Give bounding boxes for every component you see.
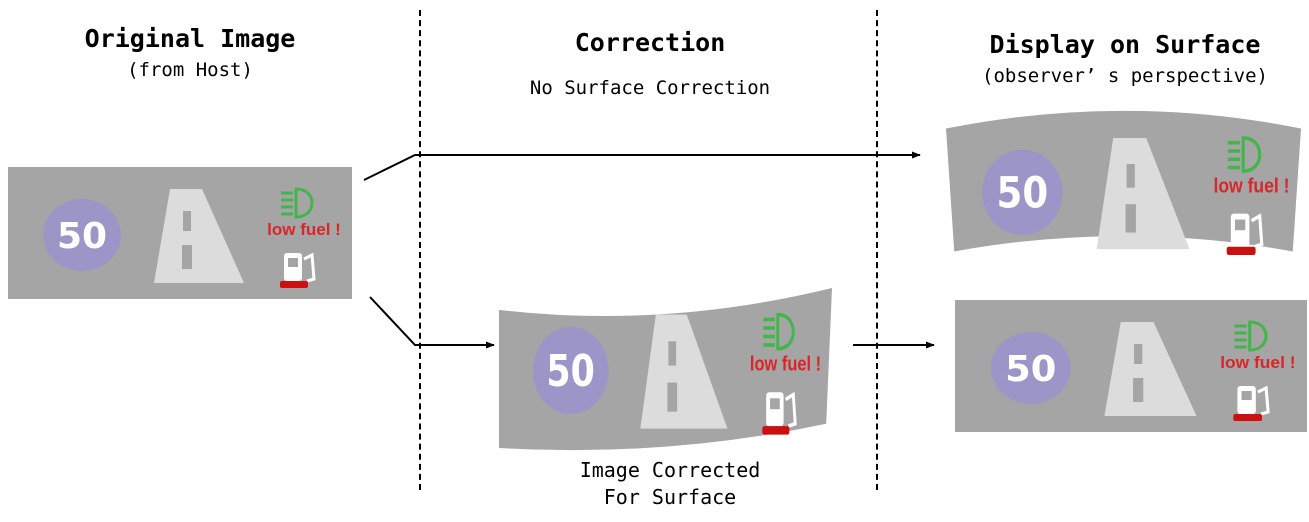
road-lane-marker-2 (667, 382, 678, 412)
original-image-subtitle: (from Host) (127, 59, 253, 81)
display-title: Display on Surface (989, 30, 1261, 59)
speed-limit-circle (43, 199, 121, 271)
road-lane-marker (1126, 164, 1135, 188)
image-corrected-line1: Image Corrected (579, 458, 761, 482)
arrow-to-correction (369, 296, 495, 349)
original-image-title: Original Image (84, 24, 296, 53)
low-fuel-warning: low fuel ! (267, 220, 341, 239)
panel-graphic: 50 low fuel ! (946, 110, 1301, 255)
display-heading: Display on Surface (observer’ s perspect… (945, 30, 1305, 87)
image-corrected-caption: Image Corrected For Surface (520, 458, 820, 509)
speed-limit-circle (532, 326, 609, 415)
fuel-pump-base (280, 281, 308, 288)
corrected-display-panel: 50 low fuel ! (955, 300, 1307, 432)
speed-limit-value: 50 (1005, 347, 1056, 390)
no-surface-correction-label: No Surface Correction (529, 77, 771, 99)
road-icon (1104, 322, 1197, 416)
correction-heading: Correction No Surface Correction (470, 28, 830, 99)
fuel-pump-icon (762, 391, 797, 435)
low-fuel-warning: low fuel ! (750, 352, 821, 375)
speed-limit-value: 50 (57, 216, 107, 257)
panel-graphic: 50 low fuel ! (955, 300, 1307, 432)
road-icon (1096, 138, 1190, 250)
panel-graphic: 50 low fuel ! (8, 167, 352, 299)
fuel-pump-icon (1233, 385, 1270, 421)
headlight-icon (1234, 320, 1268, 352)
panel-graphic: 50 low fuel ! (499, 288, 832, 451)
fuel-pump-base (762, 426, 790, 435)
speed-limit-circle (982, 149, 1063, 235)
fuel-pump-icon (280, 252, 316, 288)
headlight-icon (1227, 136, 1262, 173)
fuel-pump-base (1226, 246, 1256, 255)
headlight-icon (763, 312, 795, 351)
road-lane-marker (668, 341, 677, 366)
original-image-heading: Original Image (from Host) (60, 24, 320, 81)
speed-limit-circle (990, 332, 1071, 404)
speed-limit-value: 50 (546, 346, 594, 397)
corrected-image-panel: 50 low fuel ! (499, 288, 832, 451)
road-icon (640, 314, 728, 429)
fuel-pump-icon (1226, 213, 1264, 255)
road-lane-marker-2 (182, 245, 192, 269)
original-image-panel: 50 low fuel ! (8, 167, 352, 299)
low-fuel-warning: low fuel ! (1213, 174, 1289, 196)
road-lane-marker (1134, 344, 1143, 364)
image-corrected-line2: For Surface (603, 485, 737, 509)
road-icon (154, 189, 244, 283)
fuel-pump-base (1233, 414, 1262, 421)
road-lane-marker-2 (1125, 204, 1136, 233)
right-column-divider (876, 10, 878, 490)
headlight-icon (281, 187, 314, 219)
arrow-no-correction (363, 151, 921, 181)
road-lane-marker-2 (1133, 378, 1144, 402)
display-subtitle: (observer’ s perspective) (982, 65, 1268, 87)
low-fuel-warning: low fuel ! (1220, 352, 1295, 372)
speed-limit-value: 50 (997, 169, 1049, 218)
uncorrected-display-panel: 50 low fuel ! (946, 110, 1301, 268)
road-lane-marker (183, 211, 191, 231)
correction-title: Correction (574, 28, 726, 57)
left-column-divider (419, 10, 421, 490)
